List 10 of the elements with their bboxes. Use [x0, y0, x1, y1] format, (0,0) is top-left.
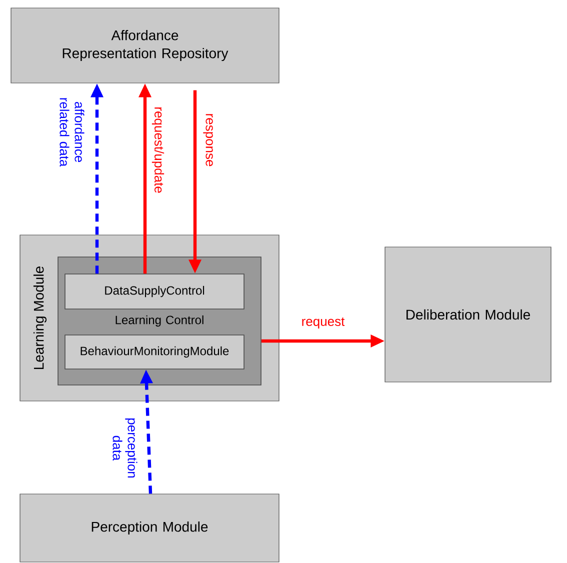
edge-label: response [203, 114, 213, 166]
edge-label: request [302, 317, 345, 329]
component-box: DataSupplyControl [64, 274, 244, 310]
edge-label: request/update [152, 108, 164, 193]
edge-label: affordance related data [60, 98, 84, 167]
module-box: Affordance Representation Repository [10, 8, 280, 84]
module-box: Deliberation Module [384, 246, 552, 382]
component-box: BehaviourMonitoringModule [64, 334, 244, 370]
module-box: Perception Module [20, 494, 280, 562]
edge-label: perception data [112, 418, 138, 478]
